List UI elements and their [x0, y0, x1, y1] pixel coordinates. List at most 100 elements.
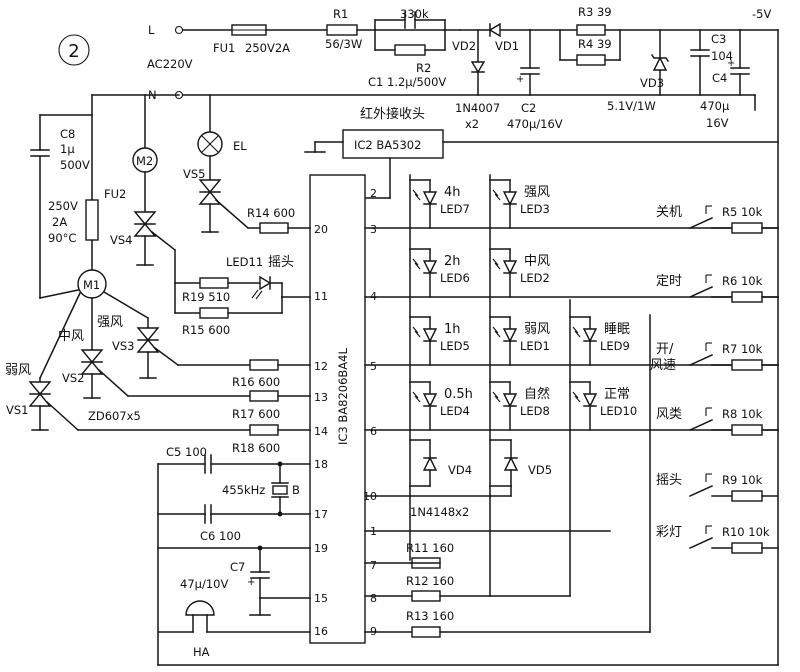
fu2-spec-3: 90°C	[48, 231, 76, 245]
led-ref-label: LED2	[520, 271, 550, 285]
r18-label: R18 600	[232, 441, 280, 455]
resistor-r12	[411, 590, 441, 602]
fu1-label: FU1 250V2A	[213, 41, 290, 55]
pin-12: 12	[314, 360, 328, 373]
c3-ref: C3	[711, 32, 726, 46]
rail-label: -5V	[752, 7, 771, 21]
c8-value: 1μ	[60, 142, 75, 156]
ic3: IC3 BA8206BA4L 20 11 12 13 14 18 17 19 1…	[309, 174, 377, 644]
fu2-spec-2: 2A	[52, 215, 67, 229]
c7-value: 47μ/10V	[180, 577, 228, 591]
c4-ref: C4	[712, 71, 727, 85]
led-ref-label: LED5	[440, 339, 470, 353]
vd4-label: VD4	[448, 463, 472, 477]
svg-text:+: +	[516, 74, 524, 85]
diode-vd1	[488, 22, 501, 38]
c5-label: C5 100	[166, 445, 207, 459]
tap-weak: 弱风	[5, 363, 31, 378]
fu2-ref: FU2	[104, 187, 126, 201]
r1-ref: R1	[333, 7, 348, 21]
pin-18: 18	[314, 458, 328, 471]
el-label: EL	[233, 139, 247, 153]
vd45-type: 1N4148x2	[410, 505, 469, 519]
c7-ref: C7	[230, 560, 245, 574]
led-function-label: 自然	[524, 386, 550, 402]
ha-label: HA	[193, 645, 210, 659]
resistor-r15	[199, 307, 229, 319]
led-ref-label: LED7	[440, 202, 470, 216]
figure-number: 2	[58, 34, 90, 66]
vd12-type: 1N4007	[455, 101, 500, 115]
resistor-r14	[259, 222, 289, 234]
key-label-2: 风速	[650, 358, 676, 373]
vs3-label: VS3	[112, 339, 134, 353]
pin-3: 3	[370, 223, 377, 236]
led-symbol	[582, 393, 598, 408]
r2-ref: R2	[416, 61, 431, 75]
triac-vs1	[28, 381, 52, 396]
key-resistor	[731, 359, 763, 371]
zener-vd3	[652, 56, 668, 71]
crystal-freq: 455kHz	[222, 483, 265, 497]
r4-label: R4 39	[578, 37, 612, 51]
m1-label: M1	[83, 278, 100, 292]
vs2-label: VS2	[62, 371, 84, 385]
resistor-r1	[326, 24, 358, 36]
led-led11	[259, 275, 272, 291]
supply-voltage-label: AC220V	[147, 57, 193, 71]
resistor-r16	[249, 359, 279, 371]
r3-label: R3 39	[578, 5, 612, 19]
diode-vd4	[422, 456, 438, 471]
key-resistor	[731, 222, 763, 234]
svg-text:+: +	[727, 58, 735, 69]
led-function-label: 0.5h	[444, 387, 473, 402]
fuse-fu2	[85, 199, 99, 241]
led-function-label: 中风	[524, 254, 550, 269]
vd12-qty: x2	[465, 117, 479, 131]
led-ref-label: LED4	[440, 404, 470, 418]
led-function-label: 4h	[444, 185, 461, 200]
c4-value: 470μ	[700, 99, 730, 113]
resistor-r3	[576, 24, 606, 36]
c3-value: 104	[711, 49, 733, 63]
vd3-ref: VD3	[640, 76, 664, 90]
pin-7: 7	[370, 559, 377, 572]
key-label: 定时	[656, 274, 682, 289]
pin-19: 19	[314, 542, 328, 555]
ic2-label: IC2 BA5302	[354, 138, 421, 152]
led-ref-label: LED3	[520, 202, 550, 216]
motor-section: C8 1μ 500V FU2 250V 2A 90°C M1 M2 EL	[5, 94, 311, 455]
key-label: 风类	[656, 407, 682, 422]
pin-17: 17	[314, 508, 328, 521]
zd-label: ZD607x5	[88, 409, 141, 423]
r16-label: R16 600	[232, 375, 280, 389]
r12-label: R12 160	[406, 574, 454, 588]
key-resistor-label: R8 10k	[722, 407, 763, 421]
c8-ref: C8	[60, 127, 75, 141]
ir-receiver-label: 红外接收头	[360, 106, 425, 122]
key-resistor	[731, 542, 763, 554]
led-ref-label: LED1	[520, 339, 550, 353]
led11-ref: LED11	[226, 255, 263, 269]
key-resistor	[731, 424, 763, 436]
r15-label: R15 600	[182, 323, 230, 337]
resistor-r17	[249, 390, 279, 402]
led-symbol	[422, 191, 438, 206]
led-symbol	[422, 328, 438, 343]
key-resistor	[731, 490, 763, 502]
resistor-r4	[576, 54, 606, 66]
led-function-label: 2h	[444, 254, 461, 269]
led-symbol	[502, 191, 518, 206]
